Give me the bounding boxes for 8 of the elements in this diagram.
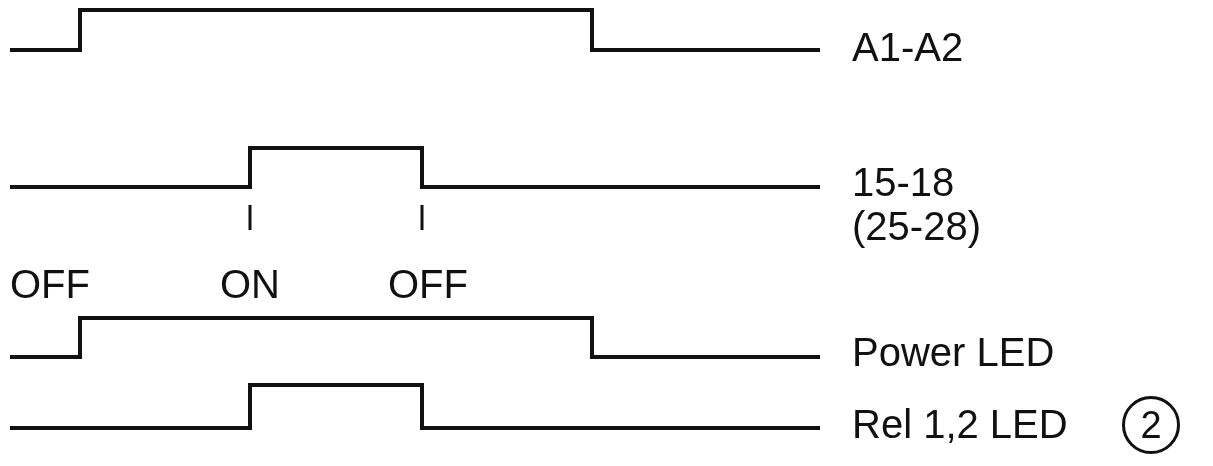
state-label: OFF: [388, 262, 468, 306]
state-label: ON: [220, 262, 280, 306]
signal-name: 15-18 (25-28): [852, 160, 982, 248]
callout-circle: 2: [1122, 396, 1180, 454]
signal-name: A1-A2: [852, 25, 964, 69]
state-label: OFF: [10, 262, 90, 306]
signal-name: Power LED: [852, 330, 1055, 374]
signal-name: Rel 1,2 LED: [852, 402, 1068, 446]
